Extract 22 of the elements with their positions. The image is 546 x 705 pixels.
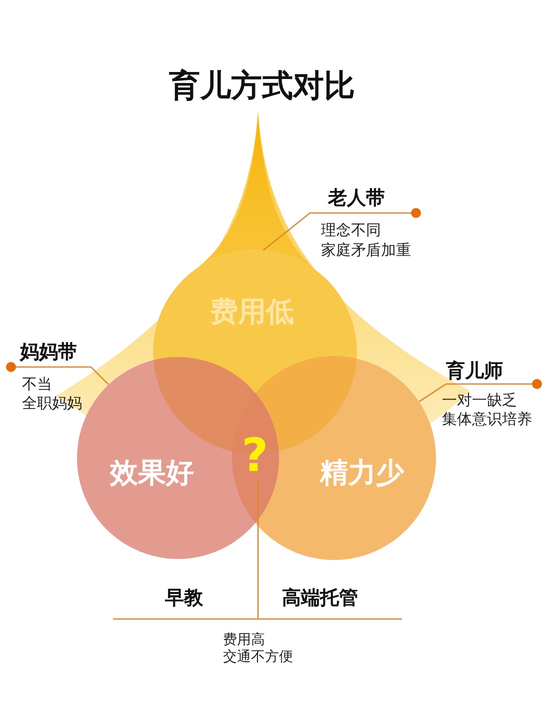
circle-label: 费用低 — [210, 298, 294, 326]
callout-heading: 育儿师 — [446, 362, 503, 381]
callout-text: 不当 — [22, 376, 52, 394]
callout-text: 全职妈妈 — [22, 395, 82, 412]
callout-heading: 老人带 — [328, 189, 385, 208]
leader-line — [112, 477, 403, 620]
circle-label: 精力少 — [320, 459, 404, 487]
callout-text: 一对一缺乏 — [442, 392, 517, 410]
callout-heading: 高端托管 — [282, 589, 358, 608]
leader-line — [6, 362, 110, 386]
callout-heading: 早教 — [165, 589, 203, 608]
callout-text: 家庭矛盾加重 — [321, 242, 411, 260]
callout-text: 集体意识培养 — [442, 411, 532, 428]
leader-line — [418, 379, 542, 402]
title: 育儿方式对比 — [169, 71, 355, 102]
callout-text: 理念不同 — [321, 222, 381, 240]
leader-line — [262, 208, 421, 251]
question-mark: ? — [242, 432, 268, 478]
callout-text: 费用高 — [223, 632, 265, 648]
callout-text: 交通不方便 — [223, 649, 293, 666]
circle-label: 效果好 — [110, 459, 194, 487]
callout-heading: 妈妈带 — [20, 343, 77, 362]
